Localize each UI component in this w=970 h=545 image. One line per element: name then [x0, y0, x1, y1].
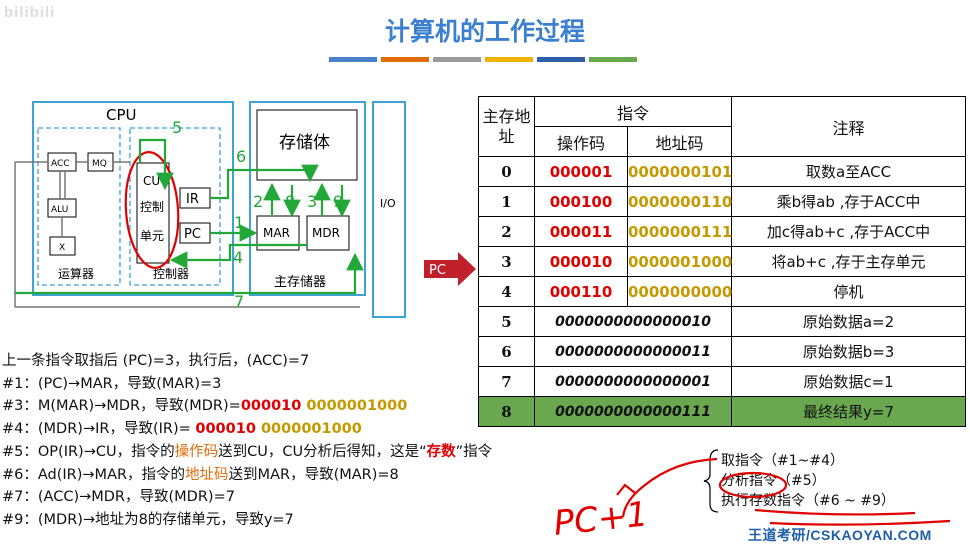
- handwritten-annotations: PC+1: [555, 457, 951, 540]
- pc-pointer-arrow: PC: [424, 252, 476, 286]
- handwritten-arrow: [621, 457, 718, 518]
- analyze-highlight-circle: [718, 471, 788, 499]
- table-row-final-result: 8 0000000000000111 最终结果y=7: [478, 396, 967, 427]
- step-line: #3：M(MAR)→MDR，导致(MDR)=000010 0000001000: [2, 398, 408, 415]
- header-opcode: 操作码: [534, 126, 628, 157]
- cu-line-3: 单元: [140, 229, 164, 243]
- title-bar-5: [537, 57, 585, 62]
- cpu-label: CPU: [106, 106, 137, 124]
- io-box: [372, 101, 406, 318]
- fetch-phase: 取指令（#1~#4）: [721, 453, 845, 469]
- title-bar-2: [381, 57, 429, 62]
- io-label: I/O: [380, 197, 396, 210]
- step-line: #7：(ACC)→MDR，导致(MDR)=7: [2, 489, 235, 506]
- execution-steps: 上一条指令取指后 (PC)=3，执行后，(ACC)=7 #1：(PC)→MAR，…: [2, 350, 702, 532]
- table-row: 2 000011 0000000111 加c得ab+c ,存于ACC中: [478, 216, 967, 247]
- pc-register: PC: [184, 227, 201, 242]
- title-bar-3: [433, 57, 481, 62]
- step-number-6: 6: [236, 147, 246, 166]
- pc-pointer-label: PC: [429, 263, 446, 278]
- ir-register: IR: [186, 192, 199, 207]
- step-number-7: 7: [234, 292, 244, 311]
- storage-body-label: 存储体: [279, 133, 330, 153]
- page-title: 计算机的工作过程: [384, 17, 585, 46]
- step-line: 上一条指令取指后 (PC)=3，执行后，(ACC)=7: [2, 353, 310, 369]
- table-row: 1 000100 0000000110 乘b得ab ,存于ACC中: [478, 186, 967, 217]
- step-line: #4：(MDR)→IR，导致(IR)= 000010 0000001000: [2, 421, 362, 438]
- step-line: #5：OP(IR)→CU，指令的操作码送到CU，CU分析后得知，这是“存数”指令: [2, 443, 493, 460]
- step-number-8: 8: [285, 192, 295, 211]
- step-number-2: 2: [253, 192, 263, 211]
- footer-brand: 王道考研/CSKAOYAN.COM: [748, 527, 932, 543]
- mar-register: MAR: [263, 226, 290, 240]
- mdr-register: MDR: [312, 226, 340, 240]
- step-number-4: 4: [233, 248, 243, 267]
- table-row: 0 000001 0000000101 取数a至ACC: [478, 156, 967, 187]
- x-register: X: [59, 243, 65, 253]
- header-address: 主存地址: [478, 96, 535, 157]
- step-number-9: 9: [333, 192, 343, 211]
- phase-bracket: [703, 449, 719, 513]
- handwritten-pc-plus-one: PC+1: [555, 494, 650, 540]
- header-instruction: 指令: [533, 96, 733, 127]
- acc-register: ACC: [51, 159, 70, 169]
- table-row: 5 0000000000000010 原始数据a=2: [478, 306, 967, 337]
- cu-line-2: 控制: [140, 200, 164, 214]
- table-row: 7 0000000000000001 原始数据c=1: [478, 366, 967, 397]
- cu-highlight-circle: [124, 151, 180, 269]
- table-row: 3 000010 0000001000 将ab+c ,存于主存单元: [478, 246, 967, 277]
- step-number-3: 3: [307, 192, 317, 211]
- header-addrcode: 地址码: [626, 126, 733, 157]
- alu-group-label: 运算器: [58, 266, 94, 281]
- table-row: 4 000110 0000000000 停机: [478, 276, 967, 307]
- title-bar-1: [329, 57, 377, 62]
- cpu-box: [32, 101, 234, 296]
- alu-unit: ALU: [51, 205, 68, 215]
- step-number-1: 1: [234, 213, 244, 232]
- analyze-phase: 分析指令（#5）: [721, 473, 826, 489]
- header-note: 注释: [731, 96, 967, 157]
- controller-group-label: 控制器: [153, 267, 189, 281]
- watermark: bilibili: [4, 4, 56, 21]
- controller-group-box: [129, 127, 221, 286]
- step-line: #9：(MDR)→地址为8的存储单元，导致y=7: [2, 511, 294, 528]
- step-number-5: 5: [172, 118, 182, 137]
- main-memory-label: 主存储器: [274, 275, 326, 290]
- architecture-diagram: CPU 运算器 控制器 ACC MQ ALU X CU 控制 单元 IR PC …: [14, 101, 406, 318]
- step-line: #1：(PC)→MAR，导致(MAR)=3: [2, 375, 222, 392]
- memory-table: 主存地址 指令 注释 操作码 地址码 0 000001 0000000101 取…: [478, 96, 967, 427]
- execute-underline: [754, 508, 916, 516]
- title-bar-6: [589, 57, 637, 62]
- main-memory-box: [249, 101, 366, 296]
- title-bar-4: [485, 57, 533, 62]
- cu-line-1: CU: [143, 174, 160, 188]
- step-line: #6：Ad(IR)→MAR，指令的地址码送到MAR，导致(MAR)=8: [2, 466, 399, 483]
- mq-register: MQ: [92, 159, 107, 169]
- alu-group-box: [37, 127, 121, 286]
